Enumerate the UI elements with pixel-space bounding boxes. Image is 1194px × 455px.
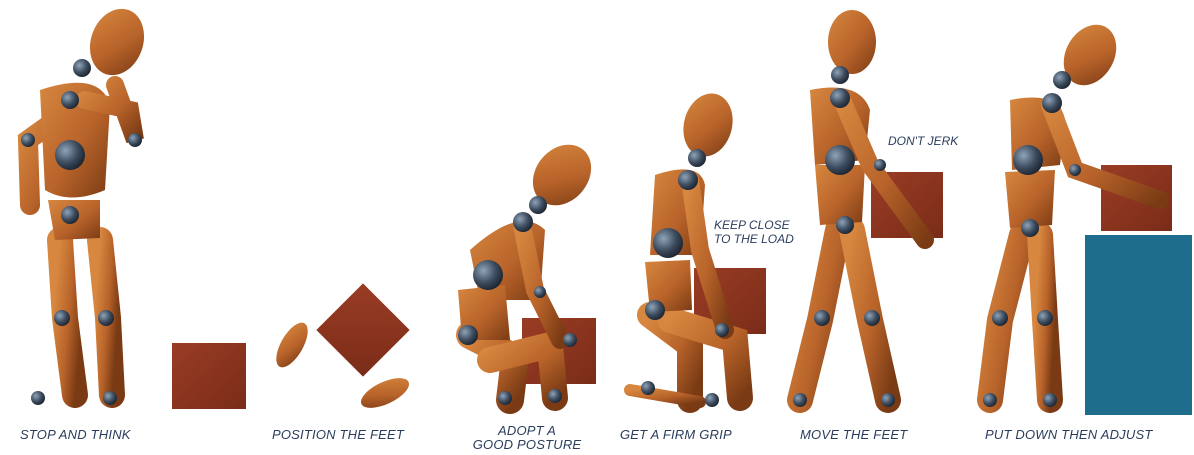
caption-step-4: GET A FIRM GRIP [620,428,760,442]
figure-put-down-then-adjust [980,15,1192,415]
dont-jerk-note: DON'T JERK [888,134,958,148]
footprint-icon [270,318,314,372]
caption-step-6: PUT DOWN THEN ADJUST [985,428,1185,442]
figure-stop-and-think [21,1,153,405]
caption-step-1: STOP AND THINK [20,428,170,442]
keep-close-line1: KEEP CLOSE [714,218,794,232]
box-load [316,283,409,376]
keep-close-line2: TO THE LOAD [714,232,794,246]
footprint-icon [357,372,413,414]
box-load [172,343,246,409]
figure-adopt-good-posture [458,133,603,405]
keep-close-note: KEEP CLOSE TO THE LOAD [714,218,794,246]
caption-step-5: MOVE THE FEET [800,428,935,442]
caption-step-3-line1: ADOPT A [462,424,592,438]
caption-step-3: ADOPT A GOOD POSTURE [462,424,592,452]
figure-move-the-feet [790,10,943,407]
figure-get-firm-grip [630,88,766,407]
caption-step-3-line2: GOOD POSTURE [462,438,592,452]
figure-position-the-feet [270,283,413,414]
table [1085,235,1192,415]
caption-step-2: POSITION THE FEET [272,428,442,442]
